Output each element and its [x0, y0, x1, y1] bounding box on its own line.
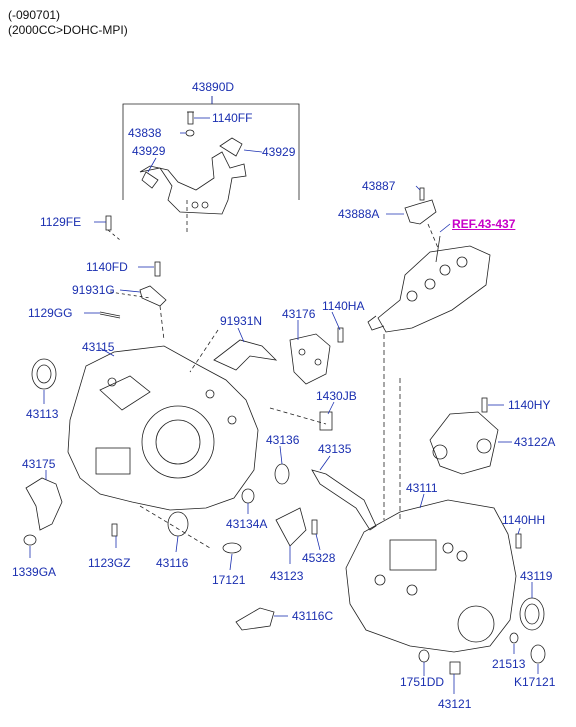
label-1123GZ: 1123GZ: [88, 556, 131, 570]
bolt-1140hh: [515, 533, 522, 549]
bracket-plate: [139, 137, 247, 215]
label-43887: 43887: [362, 179, 396, 193]
label-1140FD: 1140FD: [86, 260, 128, 274]
label-K17121: K17121: [514, 675, 556, 689]
plug-k17121: [530, 644, 546, 664]
label-91931G: 91931G: [72, 283, 115, 297]
shift-lever-cover: [367, 245, 491, 333]
label-45328: 45328: [302, 551, 336, 565]
bracket-91931g: [139, 261, 167, 341]
oring-21513: [509, 632, 519, 644]
header-engine-spec: (2000CC>DOHC-MPI): [8, 23, 128, 37]
plate-43116: [167, 511, 189, 537]
label-1140HH: 1140HH: [502, 513, 546, 527]
reference-link[interactable]: REF.43-437: [452, 217, 516, 231]
label-1140HA: 1140HA: [322, 299, 365, 313]
label-1339GA: 1339GA: [12, 565, 57, 579]
label-43121: 43121: [438, 697, 472, 711]
plug-17121: [222, 542, 242, 554]
label-91931N: 91931N: [220, 314, 263, 328]
bolt-1140ha: [337, 327, 344, 343]
bracket-43176: [289, 333, 331, 385]
washer-1751dd: [418, 649, 430, 663]
label-43176: 43176: [282, 307, 316, 321]
header-date-range: (-090701): [8, 8, 61, 22]
bolt-1129gg: [99, 311, 121, 319]
clutch-housing: [67, 345, 259, 511]
bolt-43121: [449, 661, 461, 675]
label-43888A: 43888A: [338, 207, 380, 221]
bolt-45328: [311, 519, 318, 535]
label-1751DD: 1751DD: [400, 675, 445, 689]
label-43123: 43123: [270, 569, 304, 583]
label-43119: 43119: [520, 569, 553, 583]
label-43116C: 43116C: [292, 609, 334, 623]
transmission-case: [345, 499, 517, 653]
label-1129FE: 1129FE: [40, 215, 82, 229]
bracket-assembly-frame: [122, 96, 300, 232]
bolt-1123gz: [111, 523, 118, 537]
label-43136: 43136: [266, 433, 300, 447]
bracket-91931n: [213, 339, 278, 371]
label-43122A: 43122A: [514, 435, 556, 449]
rail-43135: [311, 469, 377, 531]
label-1140FF: 1140FF: [212, 111, 253, 125]
seal-43119: [519, 597, 545, 631]
mount-43122a: [429, 397, 499, 475]
shift-cover-bracket: [404, 187, 437, 225]
seal-43113: [31, 358, 57, 390]
seal-43134a: [241, 488, 255, 504]
label-43929-right: 43929: [262, 145, 296, 159]
bolt-1129fe: [105, 215, 121, 241]
pin-1430jb: [319, 411, 333, 431]
bracket-43175: [23, 477, 63, 546]
nut-43838: [185, 129, 195, 137]
label-43134A: 43134A: [226, 517, 268, 531]
seal-43136: [274, 463, 290, 485]
label-21513: 21513: [492, 657, 526, 671]
label-1140HY: 1140HY: [508, 398, 551, 412]
label-1129GG: 1129GG: [28, 306, 73, 320]
label-43111: 43111: [406, 481, 438, 495]
label-43929-left: 43929: [132, 144, 166, 158]
bracket-43123: [275, 507, 307, 547]
label-43135: 43135: [318, 442, 352, 456]
label-17121: 17121: [212, 573, 246, 587]
bracket-43116c: [235, 607, 275, 631]
label-43175: 43175: [22, 457, 56, 471]
label-43890D: 43890D: [192, 80, 235, 94]
label-43116: 43116: [156, 556, 189, 570]
bolt-1140ff: [187, 111, 194, 125]
label-1430JB: 1430JB: [316, 389, 357, 403]
label-43115: 43115: [82, 340, 115, 354]
label-43838: 43838: [128, 126, 162, 140]
label-43113: 43113: [26, 407, 59, 421]
